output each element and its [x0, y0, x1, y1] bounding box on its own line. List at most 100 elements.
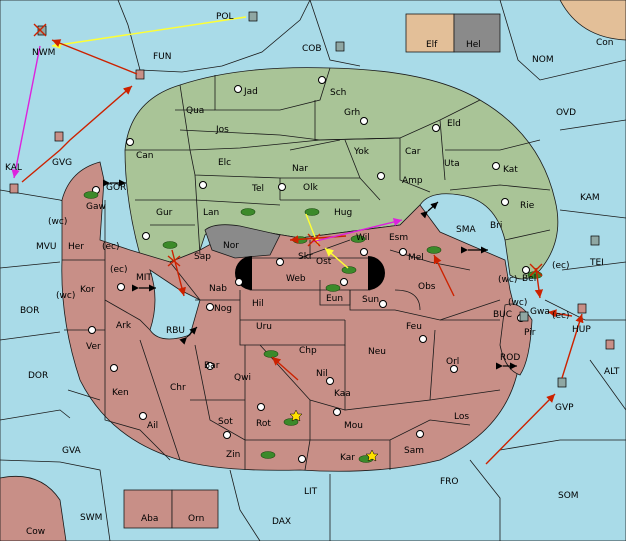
- army-icon: [325, 284, 341, 292]
- region-label-grh: Grh: [344, 108, 360, 118]
- region-label-ec4: (ec): [552, 311, 570, 321]
- region-label-mit: MIT: [136, 273, 152, 283]
- region-cow[interactable]: [0, 475, 67, 542]
- region-label-skr: Skr: [298, 252, 313, 262]
- region-label-alt: ALT: [604, 367, 620, 377]
- region-label-elc: Elc: [218, 158, 231, 168]
- failed-order-marks: [33, 23, 543, 277]
- region-label-sam: Sam: [404, 446, 424, 456]
- region-label-rod: ROD: [500, 353, 520, 363]
- region-label-mou: Mou: [344, 421, 363, 431]
- region-label-kat: Kat: [503, 165, 518, 175]
- region-label-tei: TEI: [589, 258, 604, 268]
- region-orn[interactable]: [171, 489, 219, 529]
- army-icon: [260, 451, 276, 459]
- region-label-gur: Gur: [156, 208, 173, 218]
- fleet-icon: [577, 303, 587, 314]
- region-label-rbu: RBU: [166, 326, 185, 336]
- region-label-los: Los: [454, 412, 469, 422]
- region-label-nor: Nor: [223, 241, 239, 251]
- region-label-fro: FRO: [440, 477, 459, 487]
- region-label-eun: Eun: [326, 294, 343, 304]
- fleet-icon: [248, 11, 258, 22]
- region-label-ec3: (ec): [110, 265, 128, 275]
- region-label-pir: Pir: [524, 328, 536, 338]
- army-icon: [162, 241, 178, 249]
- region-label-elf: Elf: [426, 40, 438, 50]
- fleet-icon: [135, 69, 145, 80]
- region-label-car: Car: [405, 147, 421, 157]
- region-label-sun: Sun: [362, 295, 379, 305]
- fleet-icon: [605, 339, 615, 350]
- region-label-fun: FUN: [153, 52, 172, 62]
- fleet-icon: [335, 41, 345, 52]
- fleet-icon: [557, 377, 567, 388]
- region-nor[interactable]: [204, 224, 281, 259]
- army-icon: [350, 235, 366, 243]
- star-icon: [289, 409, 303, 422]
- region-label-amp: Amp: [402, 176, 423, 186]
- region-label-nab: Nab: [209, 284, 227, 294]
- orders: [11, 16, 584, 465]
- region-label-esm: Esm: [389, 233, 408, 243]
- star-icon: [365, 449, 379, 462]
- region-label-her: Her: [68, 242, 84, 252]
- lake-right: [368, 256, 385, 290]
- supply-centers: [88, 76, 530, 463]
- region-label-wc4: (wc): [508, 298, 527, 308]
- region-label-gva: GVA: [62, 446, 82, 456]
- region-label-wc2: (wc): [498, 275, 517, 285]
- region-label-sma: SMA: [456, 225, 476, 235]
- channel-markers: [102, 179, 517, 370]
- region-label-jad: Jad: [243, 87, 258, 97]
- region-label-chp: Chp: [299, 346, 317, 356]
- region-label-rie: Rie: [520, 201, 535, 211]
- region-label-lit: LIT: [304, 487, 318, 497]
- region-label-sch: Sch: [330, 88, 346, 98]
- region-label-jos: Jos: [215, 125, 229, 135]
- region-label-nom: NOM: [532, 55, 554, 65]
- region-label-cob: COB: [302, 44, 322, 54]
- region-label-bri: Bri: [490, 221, 502, 231]
- region-label-gvg: GVG: [52, 158, 72, 168]
- region-label-rot: Rot: [256, 419, 271, 429]
- region-label-ail: Ail: [147, 421, 158, 431]
- army-icon: [263, 350, 279, 358]
- region-label-tel: Tel: [251, 184, 264, 194]
- region-hel[interactable]: [453, 13, 501, 53]
- region-label-som: SOM: [558, 491, 579, 501]
- region-label-hup: HUP: [572, 325, 591, 335]
- region-label-gaw: Gaw: [86, 202, 106, 212]
- region-label-ken: Ken: [112, 388, 129, 398]
- region-label-orl: Orl: [446, 357, 459, 367]
- central-region[interactable]: [249, 257, 371, 291]
- region-label-kaa: Kaa: [334, 389, 351, 399]
- region-label-qwi: Qwi: [234, 373, 251, 383]
- region-label-wc3: (wc): [56, 291, 75, 301]
- region-aba[interactable]: [123, 489, 173, 529]
- region-label-ec2: (ec): [552, 261, 570, 271]
- fleet-icon: [9, 183, 19, 194]
- region-pir[interactable]: [499, 303, 533, 376]
- region-label-gor: GOR: [106, 183, 126, 193]
- army-icon: [240, 208, 256, 216]
- fleet-icon: [519, 311, 529, 322]
- fleet-icon: [590, 235, 600, 246]
- region-label-sot: Sot: [218, 417, 233, 427]
- region-label-feu: Feu: [406, 322, 422, 332]
- region-label-neu: Neu: [368, 347, 386, 357]
- region-label-gwa: Gwa: [530, 307, 550, 317]
- region-label-zin: Zin: [226, 450, 240, 460]
- region-label-ost: Ost: [316, 257, 332, 267]
- region-label-nog: Nog: [214, 304, 232, 314]
- region-label-cow: Cow: [26, 527, 45, 537]
- region-label-sap: Sap: [194, 252, 211, 262]
- region-label-hug: Hug: [334, 208, 352, 218]
- region-label-mel: Mel: [408, 253, 424, 263]
- region-label-uta: Uta: [444, 159, 460, 169]
- region-label-hil: Hil: [252, 299, 264, 309]
